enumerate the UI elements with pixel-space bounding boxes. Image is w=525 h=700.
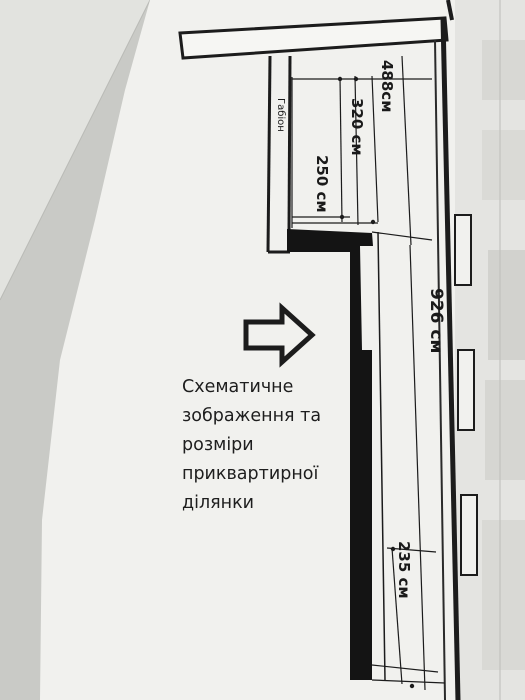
background-plan-details [455,0,525,700]
caption-text: Схематичне зображення та розміри приквар… [182,377,322,513]
dimension-320: 320 см [348,98,366,156]
dimension-926: 926 см [426,288,446,354]
boundary-wall [287,229,373,680]
inner-line [377,231,386,681]
top-wall [178,16,449,60]
windows [454,214,478,576]
dimension-lines [291,55,437,691]
right-wall-inner [434,39,446,700]
right-wall-outer [440,17,461,700]
gabion [266,55,292,254]
arrow-right-icon [243,302,316,368]
dimension-235: 235 см [395,541,413,599]
gabion-label: Габіон [275,98,286,132]
dimension-488: 488см [378,60,396,113]
dimension-250: 250 см [313,155,331,213]
dimension-ticks [337,76,415,689]
